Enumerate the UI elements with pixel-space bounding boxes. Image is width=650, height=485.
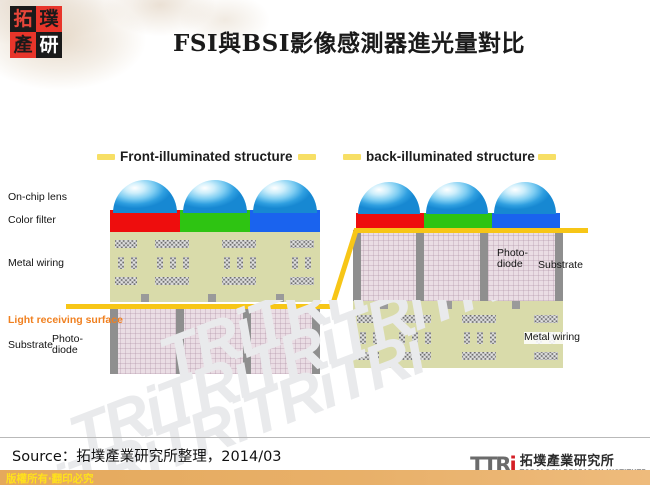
- bsi-metal-wire: [534, 315, 558, 323]
- bsi-substrate-block: [353, 230, 563, 301]
- left-title-highlight-right-icon: [298, 154, 316, 160]
- label-light-receiving-surface: Light receiving surface: [8, 314, 123, 326]
- bsi-onchip-lens: [358, 182, 420, 214]
- label-bsi-photodiode: Photo- diode: [497, 247, 528, 271]
- left-section-title: Front-illuminated structure: [120, 149, 293, 164]
- fsi-color-filter-red: [110, 210, 180, 232]
- fsi-color-filter-green: [180, 210, 250, 232]
- bsi-color-filter-red: [356, 213, 424, 231]
- fsi-metal-wire: [290, 240, 314, 248]
- bsi-onchip-lens: [426, 182, 488, 214]
- fsi-onchip-lens: [183, 180, 247, 213]
- bsi-contact-via: [512, 301, 520, 309]
- fsi-metal-wire: [155, 277, 189, 285]
- fsi-metal-stud: [237, 257, 243, 269]
- fsi-metal-dielectric-block: [110, 232, 320, 302]
- label-metal-wiring: Metal wiring: [8, 257, 65, 270]
- footer-divider: [0, 437, 650, 438]
- fsi-color-filter-blue: [250, 210, 320, 232]
- logo-char-yan: 研: [36, 32, 62, 58]
- logo-char-chan: 產: [10, 32, 36, 58]
- bsi-isolation-pillar: [480, 230, 488, 301]
- sensor-structure-diagram: Front-illuminated structure back-illumin…: [0, 140, 650, 395]
- label-on-chip-lens: On-chip lens: [8, 191, 67, 204]
- label-bsi-photodiode-line2: diode: [497, 258, 523, 271]
- fsi-metal-stud: [250, 257, 256, 269]
- source-text: Source：拓墣產業研究所整理，2014/03: [12, 449, 282, 465]
- label-photodiode-line2: diode: [52, 344, 78, 357]
- fsi-metal-stud: [118, 257, 124, 269]
- fsi-contact-via: [276, 294, 284, 302]
- bsi-metal-stud: [464, 332, 470, 344]
- fsi-metal-stud: [170, 257, 176, 269]
- bsi-metal-stud: [412, 332, 418, 344]
- bsi-metal-wire: [357, 352, 379, 360]
- fsi-metal-stud: [305, 257, 311, 269]
- bsi-contact-via: [380, 301, 388, 309]
- logo-char-pu: 璞: [36, 6, 62, 32]
- bsi-metal-stud: [360, 332, 366, 344]
- bsi-metal-wire: [462, 315, 496, 323]
- bsi-contact-via: [444, 301, 452, 309]
- fsi-metal-wire: [290, 277, 314, 285]
- label-bsi-metal-wiring: Metal wiring: [524, 331, 581, 344]
- fsi-metal-wire: [155, 240, 189, 248]
- bsi-onchip-lens: [494, 182, 556, 214]
- right-section-title: back-illuminated structure: [366, 149, 535, 164]
- fsi-isolation-pillar: [243, 307, 251, 374]
- bsi-metal-wire: [534, 352, 558, 360]
- label-photodiode: Photo- diode: [52, 333, 83, 357]
- bsi-metal-stud: [399, 332, 405, 344]
- page-title: FSI與BSI影像感測器進光量對比: [172, 30, 525, 57]
- fsi-isolation-pillar: [176, 307, 184, 374]
- fsi-substrate-block: [110, 307, 320, 374]
- left-title-highlight-left-icon: [97, 154, 115, 160]
- tri-seal-logo: 拓 璞 產 研: [10, 6, 62, 58]
- bsi-metal-wire: [397, 315, 431, 323]
- fsi-contact-via: [208, 294, 216, 302]
- fsi-metal-stud: [183, 257, 189, 269]
- fsi-metal-wire: [115, 277, 137, 285]
- fsi-onchip-lens: [113, 180, 177, 213]
- copyright-bar: [0, 470, 650, 485]
- fsi-contact-via: [141, 294, 149, 302]
- label-bsi-substrate: Substrate: [538, 259, 583, 271]
- label-photodiode-line1: Photo-: [52, 333, 83, 345]
- label-substrate: Substrate: [8, 339, 53, 352]
- fsi-metal-wire: [222, 277, 256, 285]
- fsi-metal-stud: [224, 257, 230, 269]
- bsi-color-filter-green: [424, 213, 492, 231]
- bsi-isolation-pillar: [353, 230, 361, 301]
- bsi-metal-stud: [490, 332, 496, 344]
- bsi-isolation-pillar: [416, 230, 424, 301]
- label-color-filter: Color filter: [8, 214, 56, 227]
- tri-logo-name-cn: 拓墣產業研究所: [519, 453, 615, 469]
- bsi-metal-stud: [477, 332, 483, 344]
- right-title-highlight-left-icon: [343, 154, 361, 160]
- tri-logo-mark: TTRi: [470, 452, 517, 477]
- tri-logo-dot-icon: i: [509, 452, 516, 477]
- bsi-color-filter-blue: [492, 213, 560, 231]
- fsi-metal-stud: [292, 257, 298, 269]
- copyright-text: 版權所有‧翻印必究: [6, 473, 94, 485]
- bsi-metal-stud: [425, 332, 431, 344]
- fsi-onchip-lens: [253, 180, 317, 213]
- fsi-metal-wire: [115, 240, 137, 248]
- fsi-metal-wire: [222, 240, 256, 248]
- label-bsi-photodiode-line1: Photo-: [497, 247, 528, 259]
- bsi-metal-wire: [357, 315, 379, 323]
- bsi-metal-stud: [373, 332, 379, 344]
- fsi-isolation-pillar: [110, 307, 118, 374]
- logo-char-tuo: 拓: [10, 6, 36, 32]
- fsi-metal-stud: [157, 257, 163, 269]
- fsi-metal-stud: [131, 257, 137, 269]
- fsi-isolation-pillar: [312, 307, 320, 374]
- bsi-metal-wire: [462, 352, 496, 360]
- bsi-metal-wire: [397, 352, 431, 360]
- right-title-highlight-right-icon: [538, 154, 556, 160]
